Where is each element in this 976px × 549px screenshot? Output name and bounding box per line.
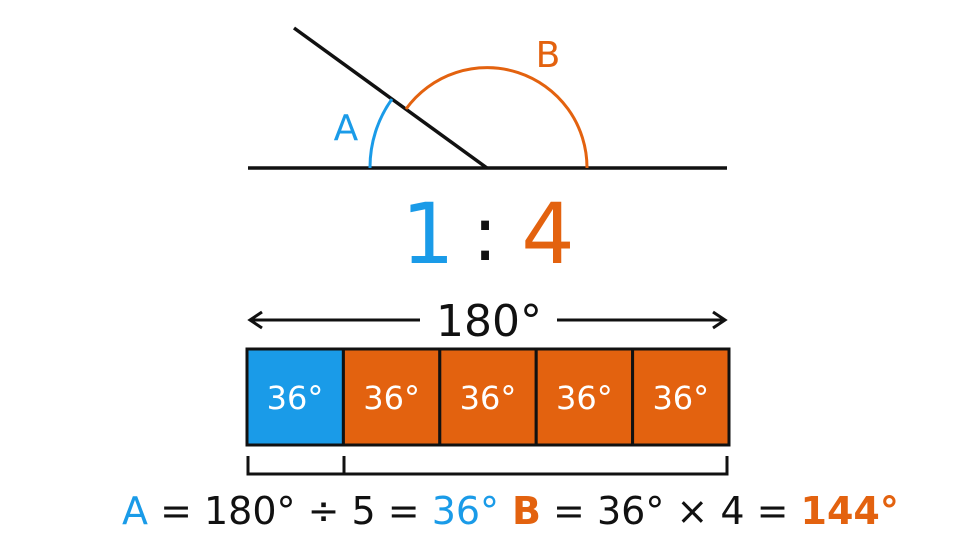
angle-a-label: A: [334, 108, 359, 149]
part-box-b4: [631, 347, 731, 447]
equation-a-result: 36°: [432, 489, 499, 533]
dividing-ray: [292, 26, 489, 170]
ratio-left: 1: [401, 185, 454, 283]
part-label: 36°: [652, 379, 709, 417]
part-label: 36°: [556, 379, 613, 417]
total-label: 180°: [436, 296, 542, 347]
equation-b-expr: = 36° × 4 =: [541, 489, 801, 533]
bar-model: 36° 36° 36° 36° 36°: [245, 347, 731, 447]
equation-b-result: 144°: [801, 489, 899, 533]
part-box-b2: [438, 347, 538, 447]
equation-a: A = 180° ÷ 5 = 36°: [122, 489, 499, 533]
total-arrow: [247, 310, 728, 330]
equation-b-var: B: [512, 489, 541, 533]
equation-b: B = 36° × 4 = 144°: [512, 489, 899, 533]
ratio-separator: :: [472, 189, 498, 278]
angle-b-label: B: [536, 35, 561, 76]
equation-a-var: A: [122, 489, 148, 533]
angle-a-arc: [368, 98, 394, 169]
part-label: 36°: [363, 379, 420, 417]
brackets: [246, 456, 729, 476]
part-label: 36°: [267, 379, 324, 417]
equation-a-expr: = 180° ÷ 5 =: [148, 489, 432, 533]
ratio-right: 4: [521, 185, 574, 283]
part-label: 36°: [460, 379, 517, 417]
angle-b-arc: [404, 66, 589, 169]
